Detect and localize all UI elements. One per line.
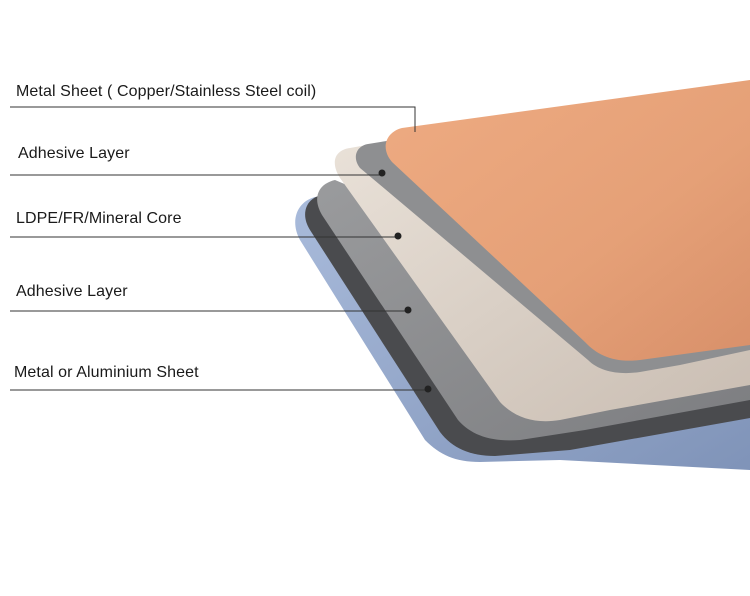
label-adhesive-layer-top: Adhesive Layer — [18, 145, 130, 162]
marker-dot-metal-sheet-bottom — [424, 385, 432, 393]
label-adhesive-layer-bottom: Adhesive Layer — [16, 283, 128, 300]
label-core: LDPE/FR/Mineral Core — [16, 210, 182, 227]
label-metal-sheet-bottom: Metal or Aluminium Sheet — [14, 364, 199, 381]
marker-dot-adhesive-bottom — [404, 306, 412, 314]
metal-sheet-top-shape — [385, 80, 750, 361]
leader-line-metal-sheet-top — [10, 106, 416, 132]
marker-dot-core — [394, 232, 402, 240]
marker-dot-adhesive-top — [378, 169, 386, 177]
label-metal-sheet-top: Metal Sheet ( Copper/Stainless Steel coi… — [16, 83, 317, 100]
